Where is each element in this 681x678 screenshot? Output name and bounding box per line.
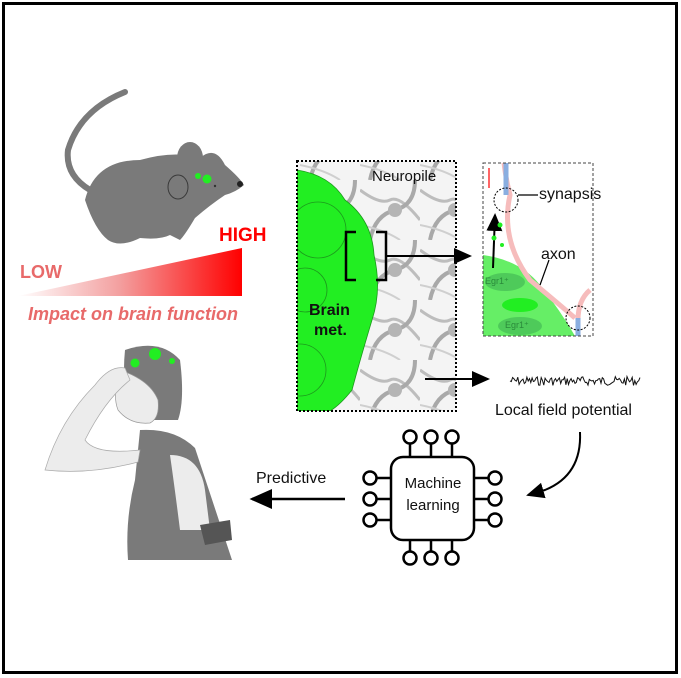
mouse-illustration (64, 89, 244, 244)
woman-met-3 (169, 358, 175, 364)
axon-pointer (539, 259, 550, 286)
chip-body (389, 455, 476, 542)
label-ml-1: Machine (404, 475, 462, 492)
label-high: HIGH (219, 225, 267, 246)
label-brain-met-2: met. (314, 322, 347, 339)
chip-pin-bottom-pad (402, 550, 418, 566)
label-low: LOW (20, 262, 62, 282)
mouse-ear (177, 142, 203, 174)
chip-pin-right-pad (487, 470, 503, 486)
label-egr1-bottom: Egr1⁺ (505, 320, 529, 330)
neuropile-panel (297, 161, 456, 411)
chip-pin-left-pad (362, 491, 378, 507)
inset-border (482, 162, 594, 337)
label-ml-2: learning (406, 497, 460, 514)
ml-chip-icon (362, 429, 503, 566)
mouse-met-large (202, 174, 212, 184)
mouse-nose (237, 181, 243, 187)
label-neuropile: Neuropile (372, 168, 437, 185)
chip-pin-bottom-pad (423, 550, 439, 566)
label-axon: axon (541, 246, 576, 263)
label-synapsis: synapsis (539, 186, 602, 203)
chip-pin-top-pad (402, 429, 418, 445)
woman-headache-illustration (44, 345, 232, 560)
zoom-bracket-left (344, 230, 356, 282)
label-egr1-top: Egr1⁺ (485, 276, 509, 286)
woman-met-1 (130, 358, 140, 368)
synapse-circle-top (493, 187, 519, 213)
chip-pin-top-pad (423, 429, 439, 445)
chip-pin-top-pad (444, 429, 460, 445)
lfp-to-ml-arrow (526, 431, 582, 499)
synapse-inset (483, 163, 593, 336)
label-brain-met-1: Brain (309, 302, 350, 319)
woman-met-2 (149, 348, 161, 360)
label-lfp: Local field potential (495, 402, 632, 419)
woman-arm (44, 367, 141, 472)
chip-pin-left-pad (362, 470, 378, 486)
mouse-tail (64, 89, 128, 193)
mouse-met-small (195, 173, 201, 179)
chip-pin-left-pad (362, 512, 378, 528)
synapse-circle-bottom (565, 305, 591, 331)
label-impact: Impact on brain function (28, 304, 238, 324)
lfp-trace-icon (509, 374, 641, 387)
label-predictive: Predictive (256, 470, 327, 487)
neuropile-border (296, 160, 457, 412)
chip-pin-bottom-pad (444, 550, 460, 566)
impact-gradient-wedge (18, 248, 242, 296)
chip-pin-right-pad (487, 491, 503, 507)
chip-pin-right-pad (487, 512, 503, 528)
